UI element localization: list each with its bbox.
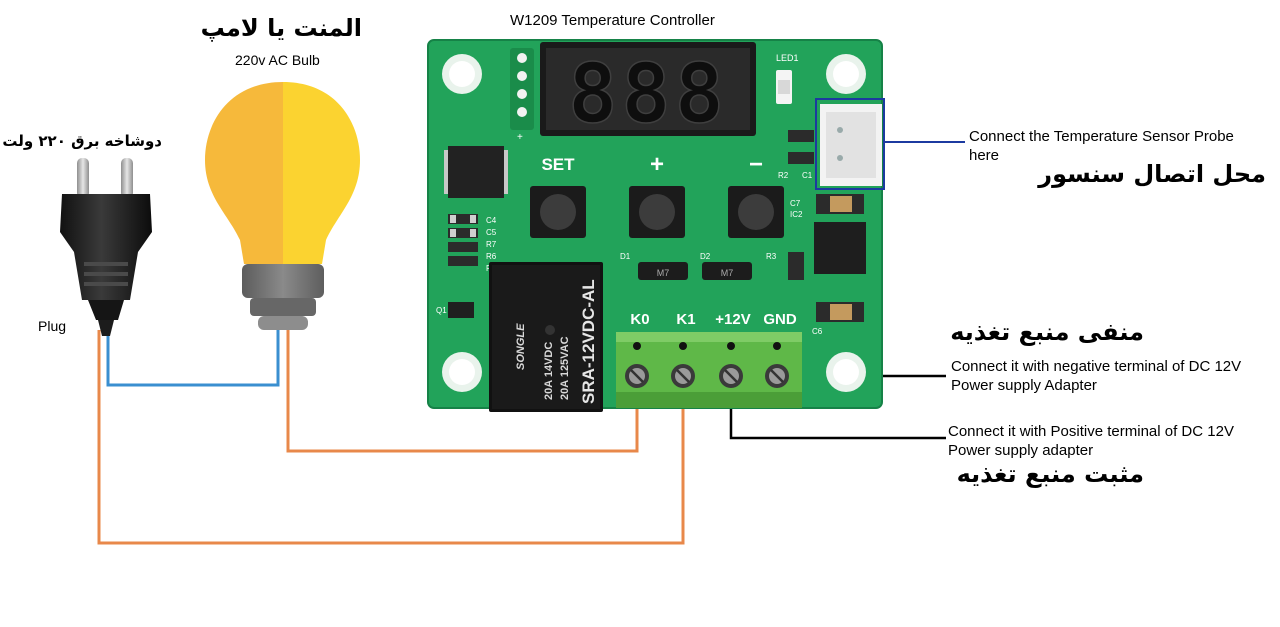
diode-d1-marking: M7 [657, 268, 670, 278]
terminal-label-12v: +12V [715, 311, 750, 328]
terminal-label-k1: K1 [676, 311, 695, 328]
label-c6: C6 [812, 327, 823, 336]
label-d1: D1 [620, 252, 631, 261]
sensor-label-persian: محل اتصال سنسور [1038, 160, 1266, 188]
diode-d2-marking: M7 [721, 268, 734, 278]
microcontroller-chip [444, 146, 508, 198]
label-ic2: IC2 [790, 210, 803, 219]
terminal-label-gnd: GND [763, 311, 797, 328]
label-c4: C4 [486, 216, 497, 225]
smd-components [448, 130, 866, 322]
relay-model: SRA-12VDC-AL [579, 279, 598, 404]
relay [489, 262, 603, 412]
positive-note-line2: Power supply adapter [948, 442, 1094, 459]
label-r7: R7 [486, 240, 497, 249]
negative-note-line1: Connect it with negative terminal of DC … [951, 358, 1242, 375]
positive-note-line1: Connect it with Positive terminal of DC … [948, 423, 1234, 440]
label-r6: R6 [486, 252, 497, 261]
diagram-title: W1209 Temperature Controller [510, 12, 715, 29]
plug-icon [60, 158, 152, 336]
label-q1: Q1 [436, 306, 447, 315]
plus-button-label: + [650, 151, 664, 178]
wire-plug-to-bulb [106, 330, 280, 387]
terminal-screw-gnd[interactable] [765, 342, 789, 388]
sensor-highlight-box [815, 98, 885, 190]
label-plus: + [517, 132, 523, 143]
relay-brand: SONGLE [515, 323, 527, 370]
pin-header [510, 48, 534, 130]
label-r2: R2 [778, 171, 789, 180]
negative-note-line2: Power supply Adapter [951, 377, 1097, 394]
sensor-connector[interactable] [820, 104, 882, 186]
pcb-board: 888 LED1 SET + − C4 C5 R7 R6 R1 [427, 39, 885, 412]
plug-label-persian: دوشاخه برق ۲۲۰ ولت [2, 132, 162, 150]
bulb-icon [205, 82, 360, 330]
positive-label-persian: مثبت منبع تغذیه [956, 460, 1144, 488]
terminal-screw-12v[interactable] [719, 342, 743, 388]
terminal-label-k0: K0 [630, 311, 649, 328]
display-digits: 888 [568, 47, 728, 142]
terminal-screw-k1[interactable] [671, 342, 695, 388]
plug-label-english: Plug [38, 318, 67, 334]
sensor-note-line2: here [969, 147, 1000, 164]
label-c1: C1 [802, 171, 813, 180]
bulb-label-persian: المنت یا لامپ [200, 14, 362, 42]
led-label: LED1 [776, 53, 799, 63]
wire-bulb-to-k0 [286, 330, 639, 453]
set-button-label: SET [541, 155, 575, 174]
seven-segment-display [540, 42, 756, 136]
terminal-screw-k0[interactable] [625, 342, 649, 388]
relay-rating-2: 20A 125VAC [559, 336, 571, 400]
label-r3: R3 [766, 252, 777, 261]
relay-rating-1: 20A 14VDC [543, 342, 555, 400]
bulb-label-english: 220v AC Bulb [235, 52, 320, 68]
sensor-note-line1: Connect the Temperature Sensor Probe [969, 128, 1234, 145]
set-button[interactable] [530, 186, 586, 238]
label-d2: D2 [700, 252, 711, 261]
label-c5: C5 [486, 228, 497, 237]
minus-button-label: − [749, 151, 763, 178]
wire-plug-to-k1 [97, 330, 685, 545]
label-c7: C7 [790, 199, 801, 208]
negative-label-persian: منفی منبع تغذیه [950, 318, 1144, 346]
minus-button[interactable] [728, 186, 784, 238]
plus-button[interactable] [629, 186, 685, 238]
mounting-holes [442, 54, 866, 392]
